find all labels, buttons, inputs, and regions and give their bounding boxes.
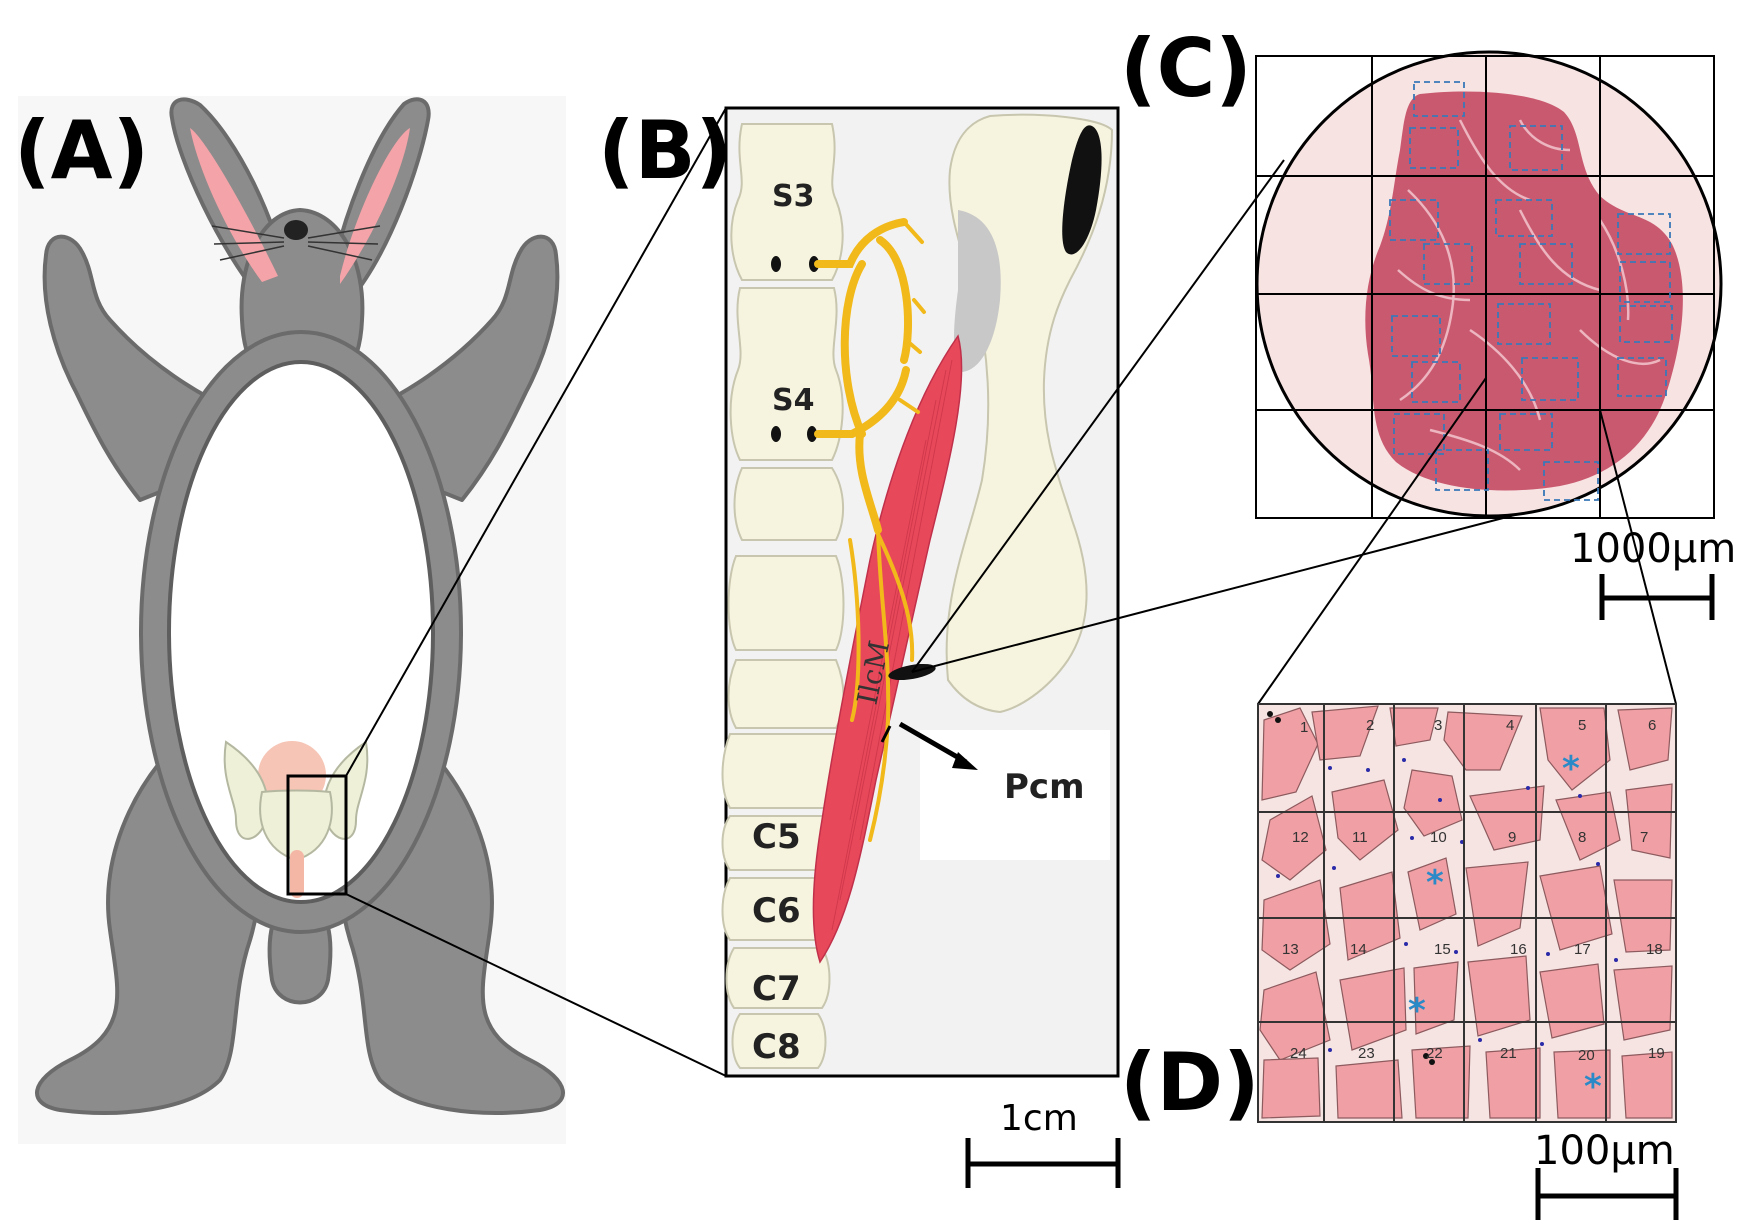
asterisk-marker: *: [1584, 1067, 1602, 1107]
cell-numbers: 1 2 3 4 5 6 12 11 10 9 8 7 13 14 15 16 1…: [1282, 717, 1665, 1064]
cell-number: 14: [1350, 941, 1367, 958]
panel-c-letter: (C): [1120, 22, 1252, 115]
cell-number: 7: [1640, 829, 1648, 846]
label-s4: S4: [772, 383, 814, 418]
panel-d: 1 2 3 4 5 6 12 11 10 9 8 7 13 14 15 16 1…: [1120, 703, 1679, 1220]
panel-c: (C) 1000µm: [1120, 22, 1736, 620]
cell-number: 18: [1646, 941, 1663, 958]
scale-bar-c: [1599, 574, 1715, 620]
zoom-lines-a-to-b: [345, 107, 727, 1077]
cell-number: 24: [1290, 1045, 1307, 1062]
cell-number: 11: [1352, 829, 1368, 846]
cell-number: 5: [1578, 717, 1586, 734]
s4-foramen-1: [771, 426, 781, 442]
tissue-septa: [1397, 119, 1661, 471]
cell-number: 1: [1300, 719, 1308, 736]
panel-b-letter: (B): [598, 104, 732, 197]
cell-number: 6: [1648, 717, 1656, 734]
cell-number: 19: [1648, 1045, 1665, 1062]
cell-number: 17: [1574, 941, 1591, 958]
label-c6: C6: [752, 891, 801, 931]
sampling-boxes: [1389, 81, 1673, 501]
pudendal-nerve-branches: [848, 220, 926, 842]
cell-number: 10: [1430, 829, 1447, 846]
pelvis-center: [259, 789, 333, 862]
rabbit-whiskers: [211, 225, 381, 261]
penis: [290, 850, 304, 898]
panel-b: S3 S4 C5 C6 C7 C8 IlcM Pcm (B) 1cm: [598, 104, 1121, 1188]
cell-number: 3: [1434, 717, 1442, 734]
cell-number: 21: [1500, 1045, 1517, 1062]
s4-foramen-2: [807, 426, 817, 442]
cell-number: 8: [1578, 829, 1586, 846]
scale-bar-d: [1535, 1168, 1679, 1220]
cell-number: 2: [1366, 717, 1374, 734]
s3-foramen-1: [771, 256, 781, 272]
label-c5: C5: [752, 817, 801, 857]
label-c7: C7: [752, 969, 801, 1009]
histology-grid: [1257, 703, 1677, 1123]
cell-number: 4: [1506, 717, 1514, 734]
label-c8: C8: [752, 1027, 801, 1067]
scale-label-b: 1cm: [1000, 1098, 1078, 1139]
zoom-box-a: [286, 774, 348, 896]
tissue-section: [1365, 91, 1683, 491]
label-s3: S3: [772, 179, 814, 214]
cell-number: 12: [1292, 829, 1309, 846]
scale-bar-b: [965, 1138, 1121, 1188]
pcm-arrow-shaft: [898, 721, 968, 765]
panel-a-letter: (A): [14, 104, 149, 197]
cell-number: 16: [1510, 941, 1527, 958]
cell-number: 22: [1426, 1045, 1443, 1062]
pcm-arrow-head: [952, 752, 978, 770]
rabbit-right-ear-inner: [340, 128, 410, 284]
cell-number: 23: [1358, 1045, 1375, 1062]
cell-number: 9: [1508, 829, 1516, 846]
asterisks: * * * *: [1408, 749, 1602, 1107]
muscle-fibers-d: [1259, 705, 1673, 1119]
zoom-lines-c-to-d: [1257, 377, 1677, 705]
zoom-lines-b-to-c: [911, 159, 1535, 673]
obturator-foramen: [1062, 125, 1102, 255]
pcm-marker-line: [880, 725, 892, 743]
sampling-grid: [1255, 55, 1715, 519]
cell-number: 20: [1578, 1047, 1595, 1064]
label-pcm: Pcm: [1004, 767, 1085, 807]
pelvic-shadow: [954, 210, 1001, 372]
scale-label-c: 1000µm: [1570, 526, 1736, 572]
cell-number: 15: [1434, 941, 1451, 958]
rabbit-nose: [284, 220, 308, 240]
cell-number: 13: [1282, 941, 1299, 958]
scale-label-d: 100µm: [1534, 1128, 1675, 1174]
asterisk-marker: *: [1408, 991, 1426, 1031]
panel-a: (A): [14, 96, 566, 1144]
asterisk-marker: *: [1426, 863, 1444, 903]
panel-d-letter: (D): [1120, 1036, 1260, 1129]
asterisk-marker: *: [1562, 749, 1580, 789]
spine: [721, 123, 845, 1069]
pudendal-nerve: [814, 218, 912, 534]
